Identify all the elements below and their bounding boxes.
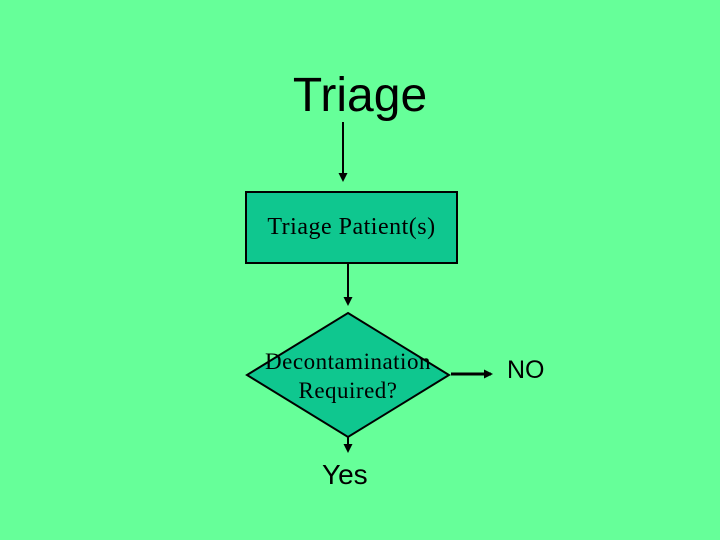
decision-diamond-label: Decontamination Required? xyxy=(265,349,431,403)
branch-no-label: NO xyxy=(507,356,545,384)
slide-title: Triage xyxy=(292,69,428,122)
process-box-label: Triage Patient(s) xyxy=(267,214,436,240)
process-box-shape xyxy=(245,191,458,264)
branch-yes-label: Yes xyxy=(322,459,368,490)
